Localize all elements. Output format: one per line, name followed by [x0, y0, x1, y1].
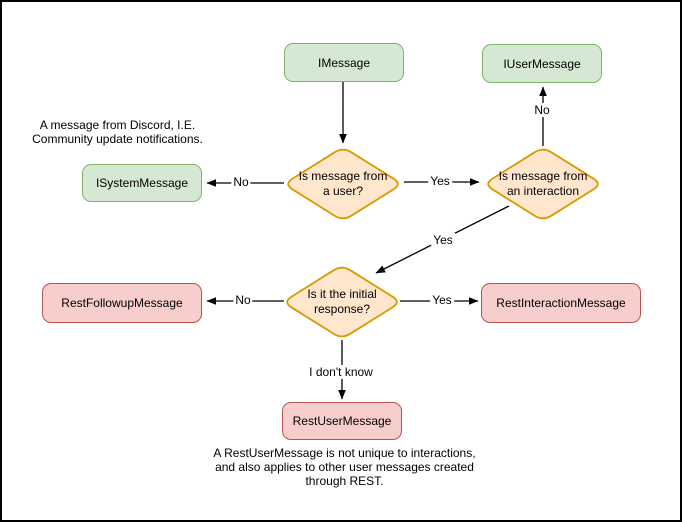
diamond-shape — [487, 148, 599, 220]
node-restusermessage-label: RestUserMessage — [292, 414, 392, 428]
node-iusermessage: IUserMessage — [482, 44, 602, 83]
edge-label-user-yes: Yes — [428, 174, 452, 188]
diamond-shape — [286, 266, 398, 338]
node-restinteractionmessage: RestInteractionMessage — [481, 283, 641, 323]
edge-label-initial-unknown: I don't know — [307, 365, 375, 379]
diamond-shape — [287, 148, 399, 220]
node-restfollowupmessage: RestFollowupMessage — [42, 283, 202, 323]
node-question-is-from-interaction: Is message from an interaction — [483, 146, 603, 222]
edge-label-interaction-no: No — [532, 103, 552, 117]
node-isystemmessage: ISystemMessage — [82, 164, 202, 202]
node-question-is-initial-response: Is it the initial response? — [282, 264, 402, 340]
node-restinteractionmessage-label: RestInteractionMessage — [496, 296, 626, 310]
edge-label-initial-yes: Yes — [430, 293, 454, 307]
node-question-is-initial-response-label: Is it the initial response? — [307, 287, 377, 316]
node-isystemmessage-label: ISystemMessage — [95, 176, 189, 190]
node-imessage-label: IMessage — [317, 55, 371, 70]
node-restfollowupmessage-label: RestFollowupMessage — [61, 296, 183, 310]
node-question-is-from-user-label: Is message from a user? — [298, 169, 388, 198]
node-restusermessage: RestUserMessage — [282, 402, 402, 440]
node-imessage: IMessage — [284, 43, 404, 82]
node-iusermessage-label: IUserMessage — [503, 56, 581, 71]
system-message-note: A message from Discord, I.E. Community u… — [32, 118, 203, 146]
edge-label-initial-no: No — [233, 293, 253, 307]
edge-label-user-no: No — [231, 175, 251, 189]
node-question-is-from-interaction-label: Is message from an interaction — [498, 169, 588, 198]
node-question-is-from-user: Is message from a user? — [283, 146, 403, 222]
rest-user-message-note: A RestUserMessage is not unique to inter… — [213, 446, 476, 488]
edge-label-interaction-yes: Yes — [431, 233, 455, 247]
